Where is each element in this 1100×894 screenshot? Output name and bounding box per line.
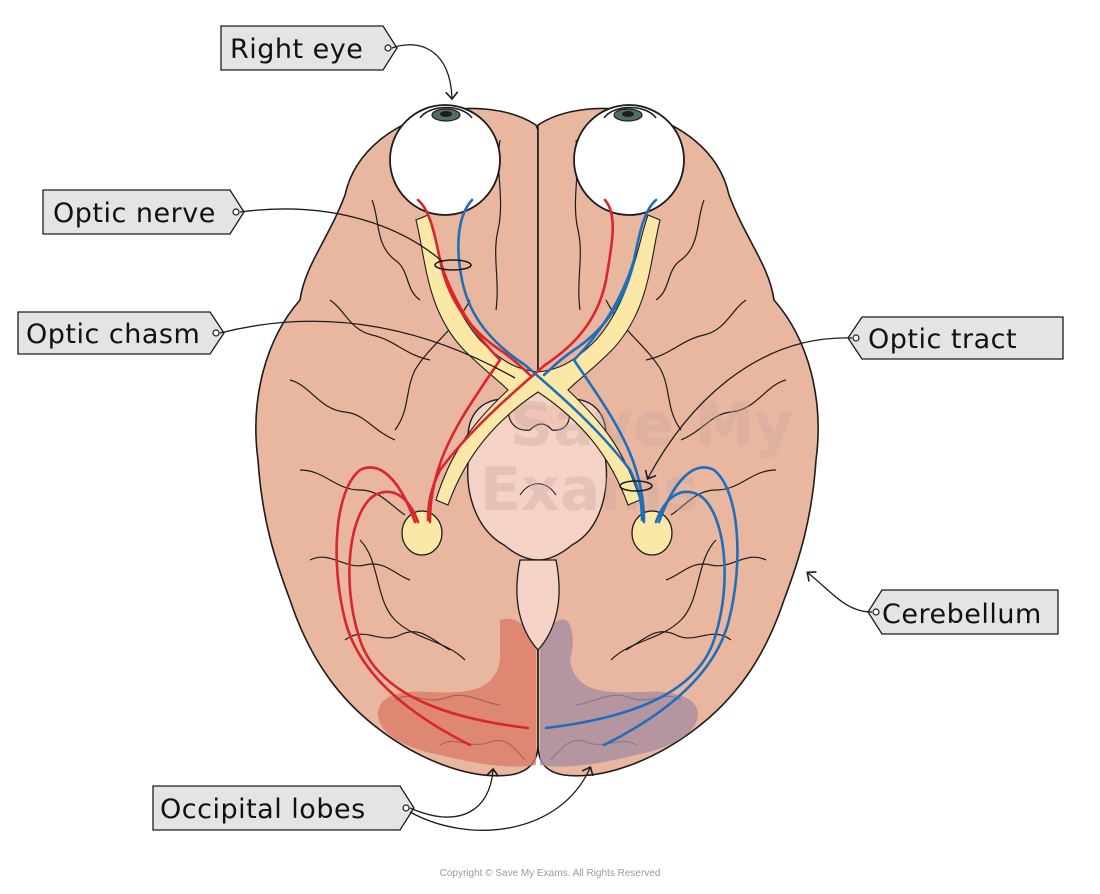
label-optic-chasm: Optic chasm: [17, 311, 516, 379]
optic-chasm-leader: [219, 320, 516, 379]
brainstem: [467, 384, 608, 651]
watermark: Save My Exams: [480, 390, 793, 525]
optic-tract-ring: [619, 480, 653, 492]
label-optic-nerve: Optic nerve: [42, 189, 444, 263]
blue-fibres: [457, 198, 739, 747]
occipital-right-leader: [409, 765, 594, 831]
right-eyeball: [389, 104, 501, 216]
label-optic-tract: Optic tract: [644, 316, 1064, 480]
right-eye-leader: [391, 44, 459, 101]
copyright-text: Copyright © Save My Exams. All Rights Re…: [440, 868, 661, 879]
right-occipital-region: [540, 619, 698, 767]
label-cerebellum-text: Cerebellum: [882, 599, 1042, 630]
occipital-left-leader: [409, 767, 500, 818]
optic-nerve-ring: [434, 259, 472, 271]
label-cerebellum: Cerebellum: [806, 571, 1059, 635]
label-occipital-lobes-text: Occipital lobes: [160, 794, 366, 825]
optic-tract-leader: [644, 337, 853, 480]
label-optic-chasm-text: Optic chasm: [26, 319, 200, 350]
red-fibres: [335, 198, 614, 747]
right-lateral-geniculate: [401, 510, 443, 556]
label-optic-nerve-text: Optic nerve: [53, 198, 216, 229]
left-lateral-geniculate: [631, 510, 673, 556]
label-optic-tract-text: Optic tract: [868, 324, 1017, 355]
cerebellum-leader: [806, 571, 873, 613]
left-eyeball: [573, 104, 685, 216]
label-occipital-lobes: Occipital lobes: [152, 765, 594, 831]
left-hemisphere: [255, 107, 539, 777]
label-right-eye: Right eye: [220, 25, 459, 101]
label-right-eye-text: Right eye: [230, 34, 363, 65]
optic-nerve-leader: [239, 208, 444, 263]
left-occipital-region: [378, 618, 536, 767]
watermark-line2: Exams: [480, 455, 698, 525]
